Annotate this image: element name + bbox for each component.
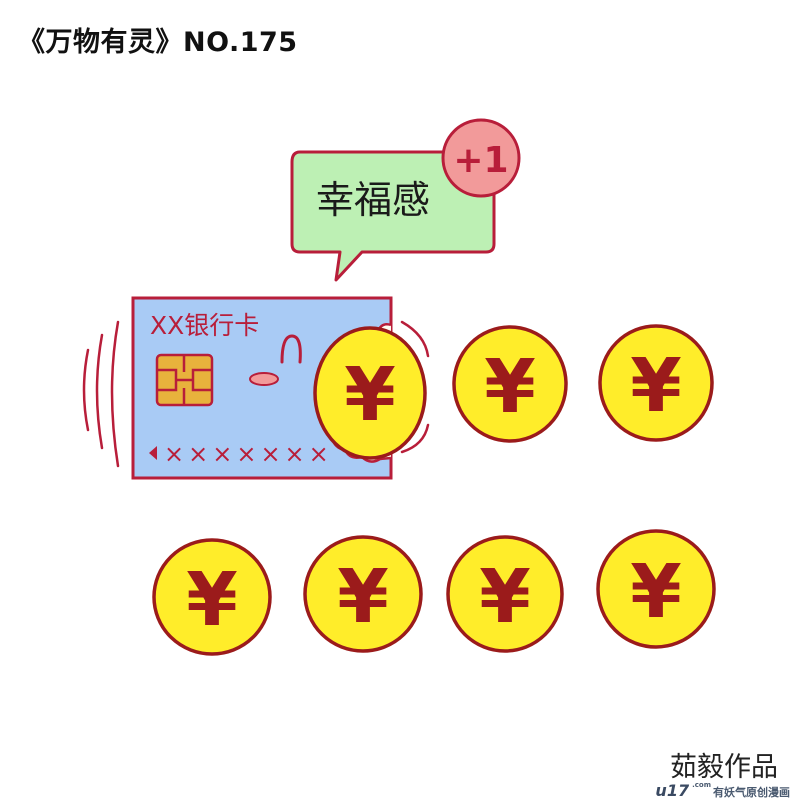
yuan-icon: ¥	[186, 557, 238, 643]
bubble-text: 幸福感	[316, 178, 430, 222]
coin: ¥	[598, 324, 714, 442]
motion-lines-right-icon	[400, 320, 430, 454]
watermark: u17.com有妖气原创漫画	[655, 781, 790, 800]
bank-card: XX银行卡 ×××××××	[131, 296, 393, 480]
card-number: ×××××××	[164, 440, 333, 468]
coin: ¥	[446, 535, 564, 653]
watermark-slogan: 有妖气原创漫画	[713, 786, 790, 799]
yuan-icon: ¥	[337, 554, 389, 640]
coin: ¥	[303, 535, 423, 653]
yuan-icon: ¥	[630, 549, 682, 635]
card-arrow-icon	[149, 446, 157, 460]
coin: ¥	[596, 529, 716, 649]
coin-emerging: ¥	[313, 326, 427, 460]
yuan-icon: ¥	[484, 344, 536, 430]
watermark-logo: u17	[655, 781, 690, 800]
coin: ¥	[452, 325, 568, 443]
yuan-icon: ¥	[630, 343, 682, 429]
comic-title: 《万物有灵》NO.175	[18, 27, 298, 58]
author-signature: 茹毅作品	[670, 752, 778, 783]
card-bank-name: XX银行卡	[150, 311, 259, 340]
yuan-icon: ¥	[344, 352, 396, 438]
motion-lines-icon	[82, 320, 120, 468]
badge-text: +1	[453, 140, 508, 181]
plus-one-badge: +1	[441, 118, 521, 198]
card-face-icon	[249, 334, 302, 386]
watermark-domain: .com	[692, 781, 711, 789]
chip-icon	[155, 353, 214, 407]
yuan-icon: ¥	[479, 554, 531, 640]
coin: ¥	[152, 538, 272, 656]
